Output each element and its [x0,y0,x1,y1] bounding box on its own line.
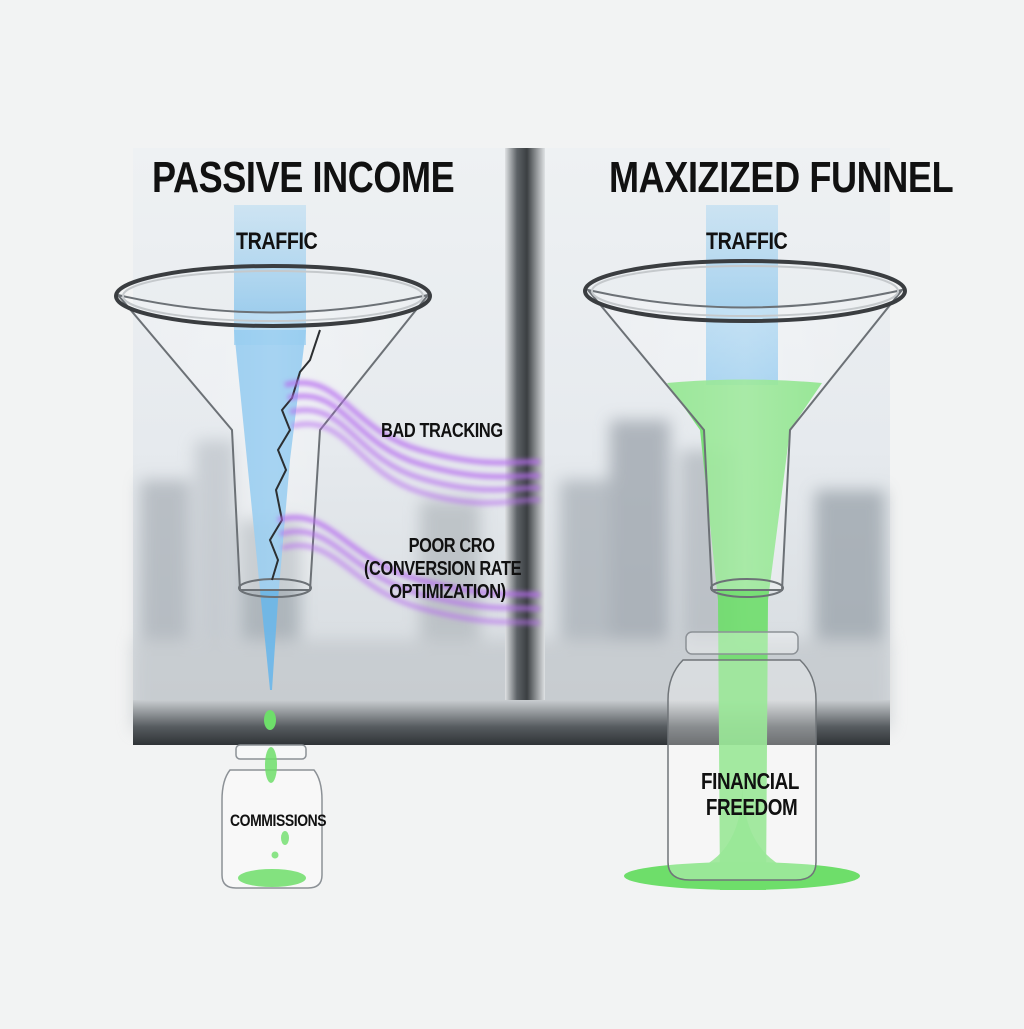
right-title: MAXIZIZED FUNNEL [609,153,954,202]
financial-freedom-line-1: FINANCIAL [701,768,799,794]
financial-freedom-line-2: FREEDOM [705,794,798,820]
leak-bad-tracking [284,380,541,506]
left-funnel [114,205,432,730]
poor-cro-line-3: OPTIMIZATION) [389,581,506,603]
left-traffic-label: TRAFFIC [236,228,318,255]
right-traffic-label: TRAFFIC [706,228,788,255]
poor-cro-line-2: (CONVERSION RATE [364,558,522,580]
crack [268,329,321,581]
right-funnel [583,205,907,890]
poor-cro-line-1: POOR CRO [408,535,495,557]
financial-freedom-label: FINANCIAL FREEDOM [701,768,799,820]
left-title: PASSIVE INCOME [152,153,455,202]
financial-freedom-jar [624,631,860,890]
commissions-label: COMMISSIONS [230,811,327,830]
poor-cro-label: POOR CRO (CONVERSION RATE OPTIMIZATION) [364,535,522,604]
bad-tracking-label: BAD TRACKING [381,420,503,442]
commissions-jar [221,744,323,889]
leak-poor-cro [277,515,541,626]
